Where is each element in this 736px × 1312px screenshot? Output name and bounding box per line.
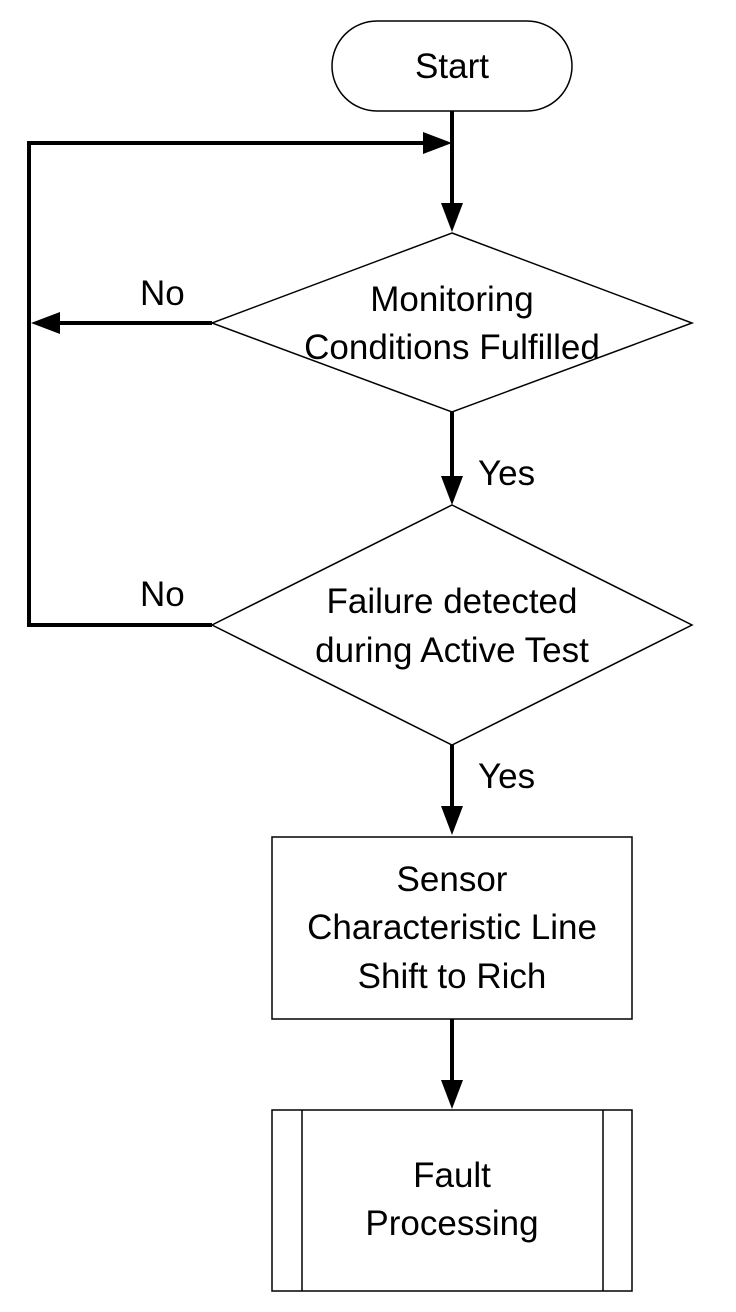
arrowhead-monitoring-yes — [441, 476, 463, 505]
process-sensor-line-3: Shift to Rich — [358, 957, 547, 996]
process-sensor-line-1: Sensor — [397, 860, 508, 899]
decision-monitoring-no-label: No — [140, 274, 185, 313]
arrowhead-monitoring-no — [31, 312, 60, 334]
decision-failure-line-1: Failure detected — [327, 582, 578, 621]
subprocess-fault-line-1: Fault — [413, 1156, 491, 1195]
arrowhead-start-to-monitoring — [441, 203, 463, 232]
connector-loop-back — [27, 141, 425, 627]
process-sensor-line-shift — [271, 836, 633, 1020]
decision-monitoring-line-2: Conditions Fulfilled — [304, 328, 600, 367]
decision-failure-line-2: during Active Test — [315, 631, 589, 670]
decision-failure-yes-label: Yes — [478, 757, 535, 796]
start-terminator — [331, 20, 573, 112]
start-label: Start — [415, 47, 489, 86]
decision-failure-no-label: No — [140, 575, 185, 614]
arrowhead-sensor-to-fault — [441, 1080, 463, 1109]
process-sensor-line-2: Characteristic Line — [307, 908, 597, 947]
decision-monitoring-yes-label: Yes — [478, 454, 535, 493]
subprocess-fault-processing — [271, 1109, 633, 1292]
arrowhead-failure-yes — [441, 806, 463, 835]
decision-failure-detected — [210, 504, 694, 746]
arrowhead-loop-back — [423, 132, 452, 154]
decision-monitoring-line-1: Monitoring — [370, 280, 533, 319]
subprocess-fault-line-2: Processing — [365, 1204, 538, 1243]
decision-monitoring-conditions — [209, 232, 695, 413]
